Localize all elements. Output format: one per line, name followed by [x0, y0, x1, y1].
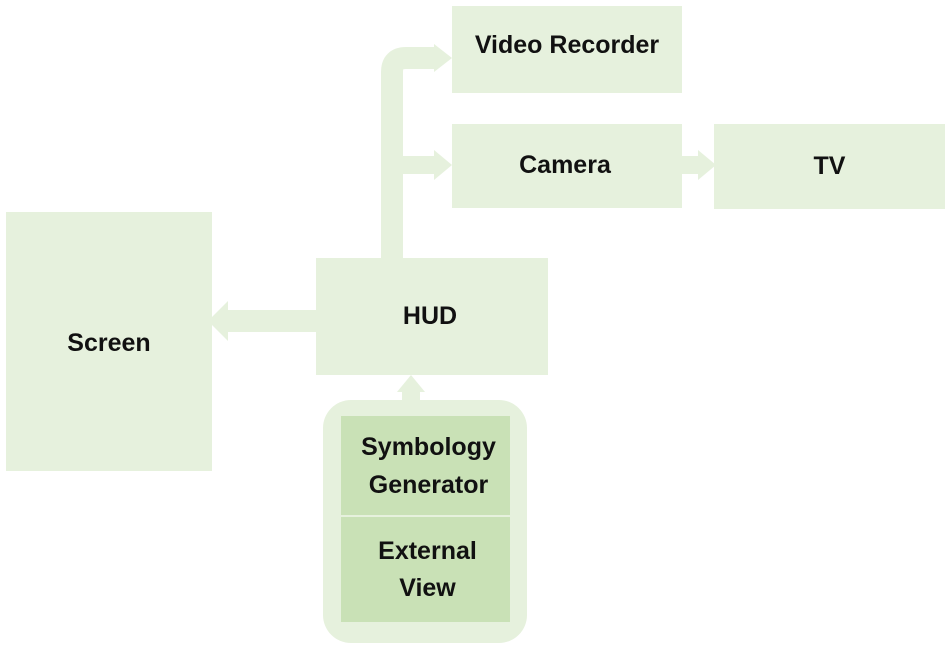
- hud-to-video-recorder-arrow: [381, 47, 436, 262]
- video-recorder-box: Video Recorder: [452, 6, 682, 93]
- camera-arrowhead: [434, 150, 452, 180]
- symbology-generator-label: Symbology Generator: [361, 432, 496, 499]
- video-recorder-arrowhead: [434, 44, 452, 72]
- symbology-generator-box: Symbology Generator: [341, 416, 510, 515]
- tv-arrowhead: [698, 150, 716, 180]
- screen-arrowhead: [208, 301, 228, 341]
- hud-input-arrowhead: [397, 375, 425, 392]
- hud-box: HUD: [316, 258, 548, 375]
- tv-box: TV: [714, 124, 945, 209]
- camera-box: Camera: [452, 124, 682, 208]
- external-view-label: External View: [378, 536, 477, 602]
- hud-to-screen-arrow: [226, 310, 318, 332]
- camera-to-tv-arrow: [680, 156, 700, 174]
- hud-to-camera-arrow: [392, 156, 436, 174]
- video-recorder-label: Video Recorder: [474, 30, 660, 59]
- external-view-box: External View: [341, 517, 510, 622]
- screen-label: Screen: [67, 328, 151, 357]
- screen-box: Screen: [6, 212, 212, 471]
- camera-label: Camera: [519, 151, 611, 180]
- hud-label: HUD: [402, 301, 458, 330]
- tv-label: TV: [813, 151, 846, 180]
